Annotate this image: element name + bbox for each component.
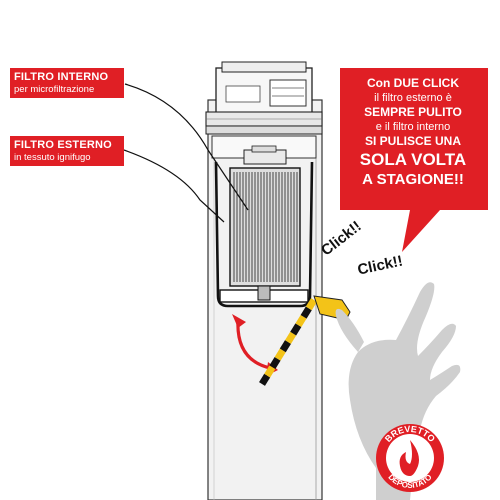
callout-line-5: SI PULISCE UNA (364, 134, 461, 148)
internal-filter-title: FILTRO INTERNO (14, 71, 109, 83)
callout-line-1: Con DUE CLICK (367, 76, 459, 90)
patent-badge: BREVETTO DEPOSITATO (376, 424, 444, 492)
motor-housing (205, 61, 323, 135)
internal-filter-subtitle: per microfiltrazione (14, 84, 95, 95)
lever-stripe (285, 331, 297, 344)
lever-stripe (305, 298, 317, 311)
callout-line-2: il filtro esterno è (374, 92, 452, 104)
label-internal-filter: FILTRO INTERNO per microfiltrazione (10, 68, 124, 98)
external-filter (214, 161, 314, 308)
internal-filter (229, 167, 301, 301)
callout-balloon (340, 68, 488, 252)
lever-stripe (279, 340, 291, 353)
lever-stripe (264, 365, 276, 378)
flame-icon (399, 440, 419, 476)
lever-stripe (269, 356, 281, 370)
label-external-filter: FILTRO ESTERNO in tessuto ignifugo (10, 136, 124, 166)
lever-stripe (259, 373, 271, 386)
callout-text: Con DUE CLICK il filtro esterno è SEMPRE… (338, 68, 488, 210)
hand-icon (335, 282, 461, 500)
label-internal-box (10, 68, 124, 98)
leader-lines (123, 83, 249, 223)
callout-line-4: e il filtro interno (375, 121, 451, 133)
lever-stripe (274, 348, 286, 361)
callout-line-3: SEMPRE PULITO (364, 105, 462, 119)
lever-stripe (300, 306, 312, 319)
callout-line-7: A STAGIONE!! (362, 171, 464, 188)
lever-stripe (295, 314, 307, 328)
lever-stripe (290, 323, 302, 336)
external-filter-subtitle: in tessuto ignifugo (14, 152, 91, 163)
external-filter-title: FILTRO ESTERNO (14, 139, 112, 151)
filter-chamber (211, 135, 317, 165)
release-lever (259, 295, 351, 386)
callout-line-6: SOLA VOLTA (359, 150, 467, 169)
label-external-box (10, 136, 124, 166)
